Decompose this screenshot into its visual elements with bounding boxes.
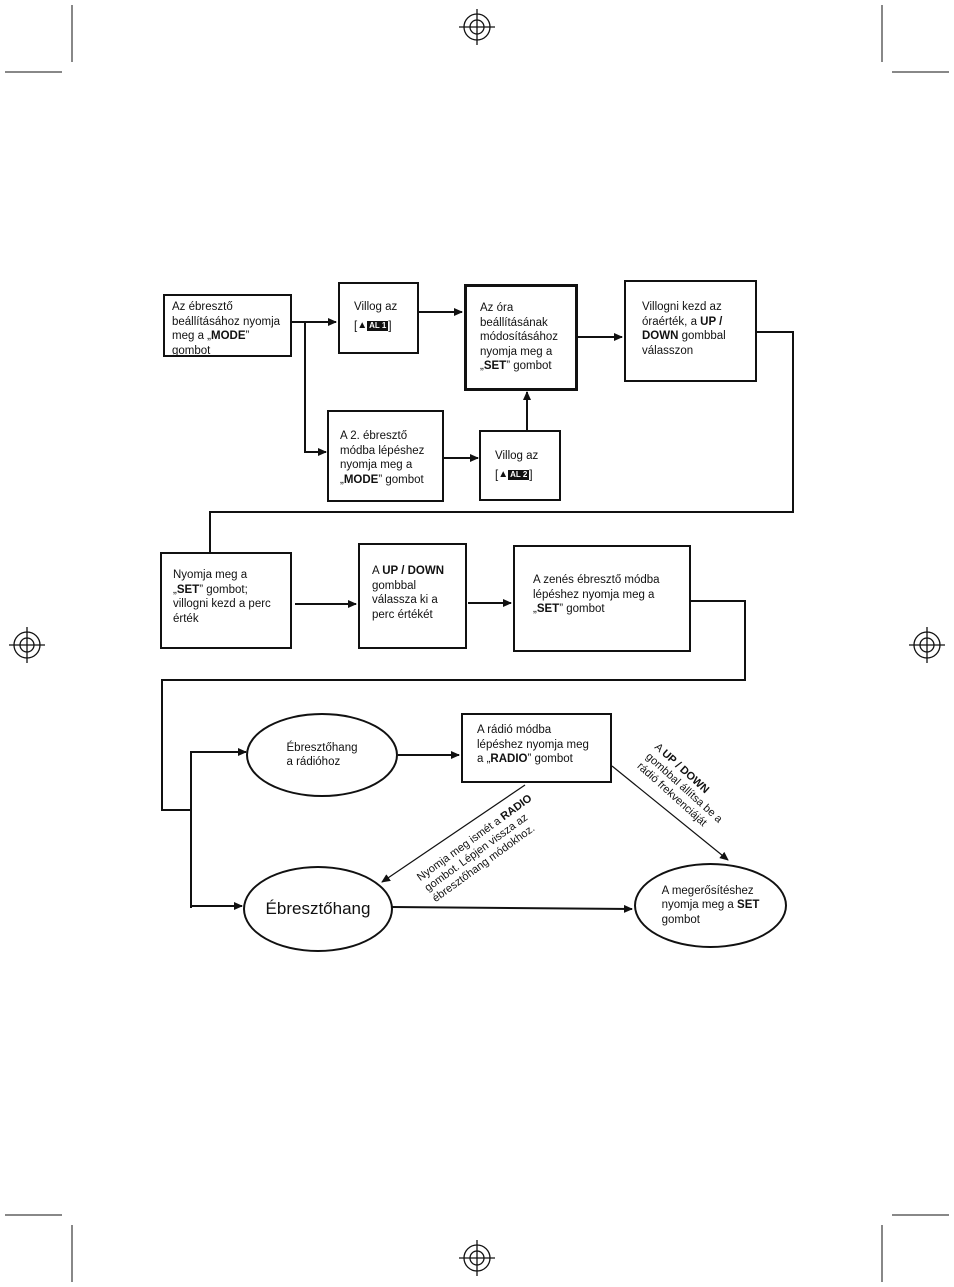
text-line: gombbal bbox=[372, 579, 417, 592]
text-line: „SET” gombot; bbox=[173, 583, 248, 596]
text-line: A megerősítéshez bbox=[661, 884, 754, 897]
text-line: nyomja meg a bbox=[340, 459, 413, 471]
bell-icon: ▲ bbox=[498, 468, 509, 480]
text-line: villogni kezd a perc bbox=[173, 598, 271, 610]
node-start: Az ébresztő beállításához nyomja meg a „… bbox=[163, 294, 292, 357]
text-line: beállításának bbox=[480, 316, 548, 329]
text-line: A UP / DOWN bbox=[372, 565, 444, 577]
text-line: Villog az bbox=[354, 301, 398, 313]
text-line: lépéshez nyomja meg a bbox=[533, 588, 655, 601]
alarm2-indicator: [▲AL 2] bbox=[495, 468, 533, 481]
text-line: nyomja meg a SET bbox=[661, 899, 760, 912]
arrow-buzzer-confirm bbox=[391, 904, 633, 913]
text-line: Nyomja meg a bbox=[173, 569, 248, 581]
text-line: meg a „MODE” bbox=[172, 330, 250, 342]
al1-badge: AL 1 bbox=[367, 320, 389, 331]
arrow-radio-buzzer bbox=[381, 784, 526, 883]
text-line: a rádióhoz bbox=[286, 756, 341, 768]
bell-icon: ▲ bbox=[357, 319, 368, 331]
text-line: A rádió módba bbox=[477, 724, 552, 736]
connector-hourval-set2 bbox=[209, 331, 794, 552]
text-line: „MODE” gombot bbox=[340, 473, 424, 486]
connector-music-bottom bbox=[161, 600, 746, 811]
node-minute: A UP / DOWN gombbal válassza ki a perc é… bbox=[358, 543, 467, 649]
arrow-to-toradio bbox=[190, 748, 247, 908]
node-set2: Nyomja meg a „SET” gombot; villogni kezd… bbox=[160, 552, 292, 649]
text-line: A 2. ébresztő bbox=[340, 430, 408, 442]
node-hourval: Villogni kezd az óraérték, a UP / DOWN g… bbox=[624, 280, 757, 382]
text-line: beállításához nyomja bbox=[172, 315, 281, 328]
text-line: Villog az bbox=[495, 450, 539, 462]
text-line: perc értékét bbox=[372, 608, 433, 621]
text-line: a „RADIO” gombot bbox=[477, 753, 573, 765]
node-al2: Villog az [▲AL 2] bbox=[479, 430, 561, 501]
al2-badge: AL 2 bbox=[508, 469, 530, 480]
text-line: Az ébresztő bbox=[172, 301, 233, 313]
text-line: módba lépéshez bbox=[340, 444, 425, 457]
node-music: A zenés ébresztő módba lépéshez nyomja m… bbox=[513, 545, 691, 652]
text-line: módosításához bbox=[480, 331, 558, 343]
text-line: gombot bbox=[172, 344, 211, 357]
arrow-start-al2mode bbox=[304, 322, 327, 456]
text-line: DOWN gombbal bbox=[642, 330, 726, 342]
text-line: érték bbox=[173, 612, 199, 625]
text-line: „SET” gombot bbox=[533, 603, 605, 615]
text-line: Az óra bbox=[480, 302, 514, 314]
node-buzzer: Ébresztőhang bbox=[243, 866, 393, 952]
text-line: óraérték, a UP / bbox=[642, 315, 723, 328]
text-line: gombot bbox=[661, 913, 700, 926]
node-al1: Villog az [▲AL 1] bbox=[338, 282, 419, 354]
node-radio: A rádió módba lépéshez nyomja meg a „RAD… bbox=[461, 713, 612, 783]
text-line: A zenés ébresztő módba bbox=[533, 574, 660, 586]
text-line: válasszon bbox=[642, 344, 694, 357]
text-line: nyomja meg a bbox=[480, 345, 553, 358]
text-line: Villogni kezd az bbox=[642, 301, 722, 313]
text-line: „SET” gombot bbox=[480, 360, 552, 372]
text-line: Ébresztőhang bbox=[286, 741, 358, 754]
node-confirm: A megerősítéshez nyomja meg a SET gombot bbox=[634, 863, 787, 948]
registration-marks bbox=[9, 9, 945, 1276]
crop-marks bbox=[5, 5, 949, 1282]
text-line: válassza ki a bbox=[372, 594, 438, 606]
text-line: Ébresztőhang bbox=[265, 898, 371, 918]
arrow-radio-confirm bbox=[611, 765, 729, 861]
alarm1-indicator: [▲AL 1] bbox=[354, 319, 392, 332]
text-line: lépéshez nyomja meg bbox=[477, 738, 589, 751]
node-toradio: Ébresztőhang a rádióhoz bbox=[246, 713, 398, 797]
node-hour: Az óra beállításának módosításához nyomj… bbox=[464, 284, 578, 391]
node-al2mode: A 2. ébresztő módba lépéshez nyomja meg … bbox=[327, 410, 444, 502]
